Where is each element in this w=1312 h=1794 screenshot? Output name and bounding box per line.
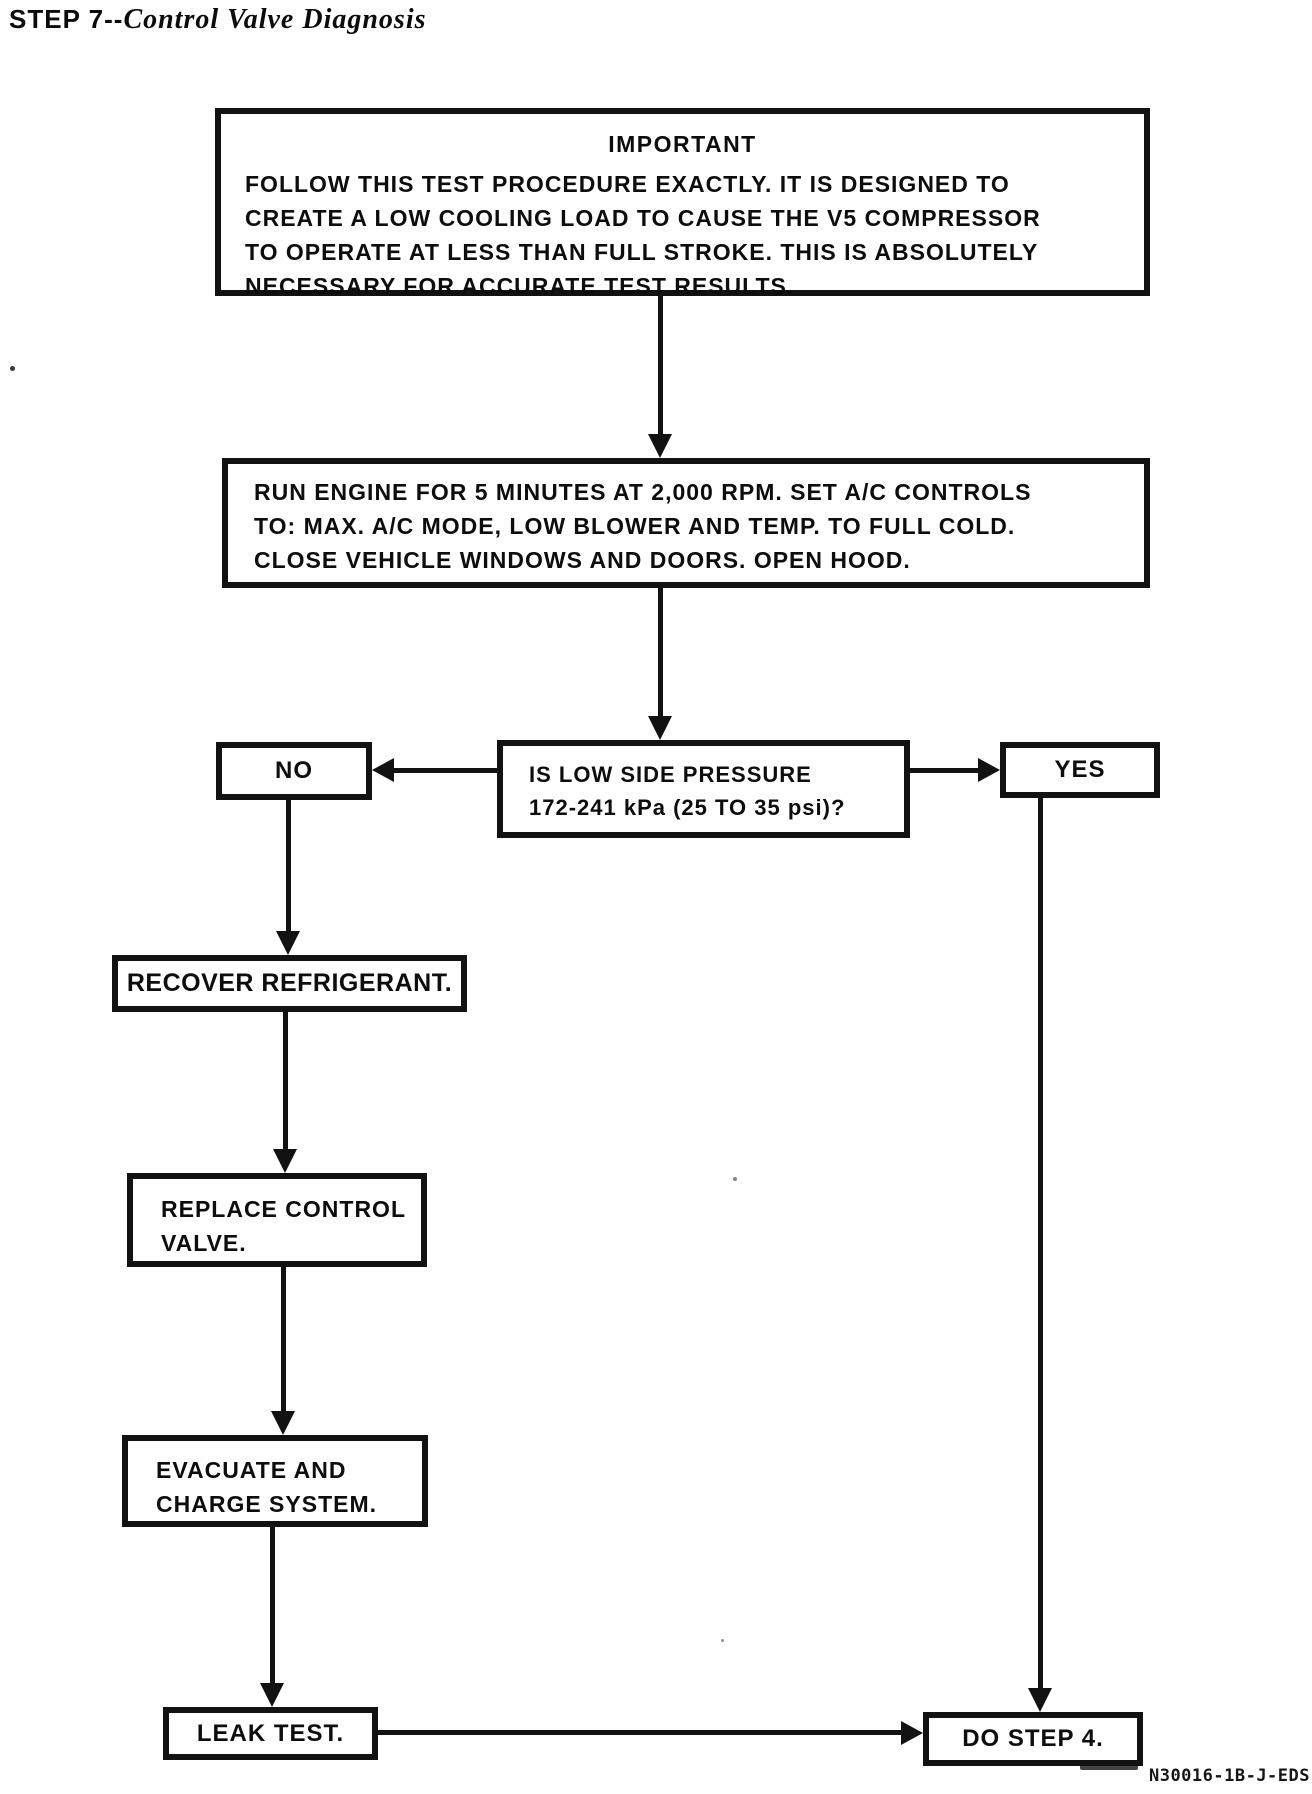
important-box: IMPORTANT FOLLOW THIS TEST PROCEDURE EXA… — [215, 108, 1150, 299]
evacuate-line: CHARGE SYSTEM. — [156, 1491, 378, 1517]
no-label: NO — [275, 757, 313, 784]
scan-speck — [721, 1639, 724, 1642]
important-line: NECESSARY FOR ACCURATE TEST RESULTS. — [245, 273, 795, 299]
do-step-4-label: DO STEP 4. — [962, 1725, 1104, 1752]
recover-refrigerant-label: RECOVER REFRIGERANT. — [126, 969, 453, 997]
arrowhead-down-icon — [276, 931, 300, 955]
important-line: FOLLOW THIS TEST PROCEDURE EXACTLY. IT I… — [245, 171, 1010, 197]
arrowhead-down-icon — [648, 716, 672, 740]
decision-low-side-pressure-box: IS LOW SIDE PRESSURE 172-241 kPa (25 TO … — [497, 740, 910, 838]
connector-yes-to-dostep — [1038, 798, 1043, 1690]
arrowhead-left-icon — [372, 758, 394, 782]
scan-smudge — [1080, 1764, 1138, 1770]
connector-important-to-run — [658, 296, 663, 438]
connector-decision-to-no — [390, 768, 497, 773]
do-step-4-box: DO STEP 4. — [923, 1712, 1143, 1766]
important-body: FOLLOW THIS TEST PROCEDURE EXACTLY. IT I… — [245, 167, 1144, 303]
arrowhead-down-icon — [648, 434, 672, 458]
leak-test-label: LEAK TEST. — [196, 1719, 345, 1747]
connector-no-to-recover — [286, 800, 291, 933]
connector-recover-to-replace — [283, 1012, 288, 1152]
decision-line: IS LOW SIDE PRESSURE — [529, 762, 812, 787]
run-engine-line: TO: MAX. A/C MODE, LOW BLOWER AND TEMP. … — [254, 513, 1016, 539]
replace-control-valve-box: REPLACE CONTROL VALVE. — [127, 1173, 427, 1267]
no-box: NO — [216, 742, 372, 800]
connector-run-to-decision — [658, 588, 663, 718]
important-line: CREATE A LOW COOLING LOAD TO CAUSE THE V… — [245, 205, 1041, 231]
leak-test-box: LEAK TEST. — [163, 1707, 378, 1760]
run-engine-line: RUN ENGINE FOR 5 MINUTES AT 2,000 RPM. S… — [254, 479, 1032, 505]
connector-leak-to-dostep — [378, 1730, 901, 1735]
title-step-name: Control Valve Diagnosis — [123, 4, 427, 35]
connector-evacuate-to-leak — [270, 1527, 275, 1685]
run-engine-line: CLOSE VEHICLE WINDOWS AND DOORS. OPEN HO… — [254, 547, 911, 573]
arrowhead-down-icon — [1028, 1688, 1052, 1712]
connector-replace-to-evacuate — [281, 1267, 286, 1413]
yes-box: YES — [1000, 742, 1160, 798]
arrowhead-right-icon — [901, 1721, 923, 1745]
page-title: STEP 7--Control Valve Diagnosis — [9, 4, 427, 36]
replace-line: REPLACE CONTROL — [161, 1196, 406, 1222]
important-heading: IMPORTANT — [608, 131, 757, 157]
connector-decision-to-yes — [910, 768, 980, 773]
run-engine-box: RUN ENGINE FOR 5 MINUTES AT 2,000 RPM. S… — [222, 458, 1150, 588]
arrowhead-down-icon — [271, 1411, 295, 1435]
important-line: TO OPERATE AT LESS THAN FULL STROKE. THI… — [245, 239, 1039, 265]
arrowhead-down-icon — [273, 1149, 297, 1173]
scan-speck — [733, 1177, 737, 1181]
evacuate-line: EVACUATE AND — [156, 1457, 347, 1483]
replace-line: VALVE. — [161, 1230, 247, 1256]
document-code: N30016-1B-J-EDS — [1148, 1766, 1310, 1786]
arrowhead-right-icon — [978, 758, 1000, 782]
arrowhead-down-icon — [260, 1683, 284, 1707]
decision-line: 172-241 kPa (25 TO 35 psi)? — [529, 795, 846, 820]
evacuate-charge-box: EVACUATE AND CHARGE SYSTEM. — [122, 1435, 428, 1527]
title-step-number: STEP 7-- — [9, 4, 124, 34]
yes-label: YES — [1054, 756, 1106, 783]
recover-refrigerant-box: RECOVER REFRIGERANT. — [112, 955, 467, 1012]
scan-speck — [10, 366, 15, 371]
